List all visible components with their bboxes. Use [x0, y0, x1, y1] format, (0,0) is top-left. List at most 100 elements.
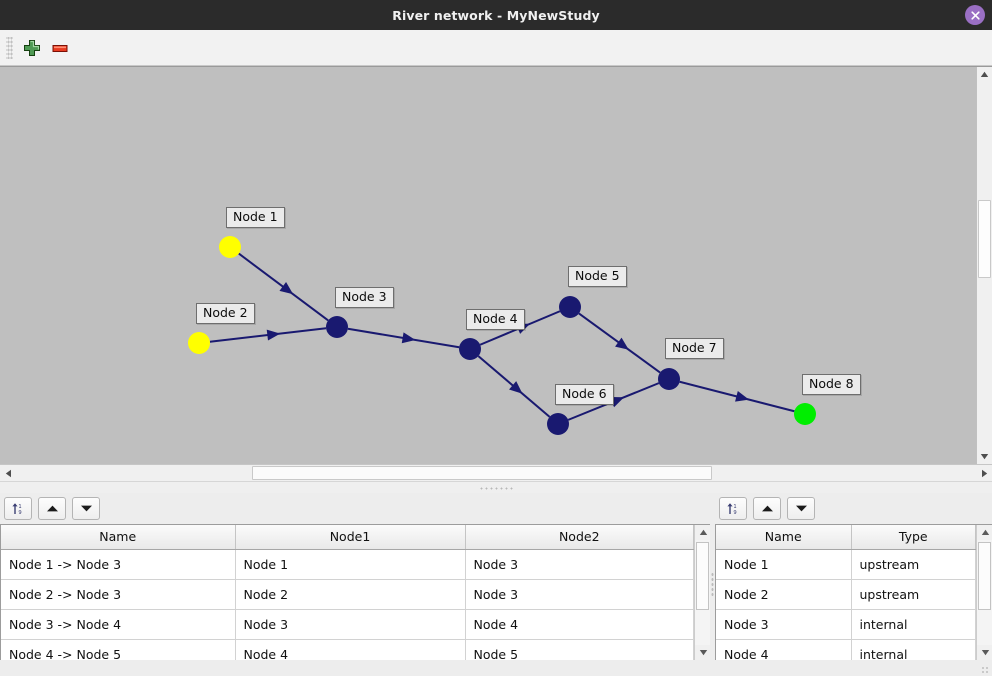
- cell-name[interactable]: Node 1: [716, 549, 852, 580]
- arrowhead-icon: [279, 282, 294, 295]
- graph-node-label-node-3[interactable]: Node 3: [335, 287, 394, 308]
- graph-node-node-5[interactable]: [559, 296, 581, 318]
- branch-table-scroll-up[interactable]: [695, 525, 710, 540]
- cell-node2[interactable]: Node 3: [465, 549, 694, 580]
- node-table-scroll-track[interactable]: [977, 540, 992, 645]
- chevron-up-icon: [981, 529, 989, 535]
- branch-move-up-button[interactable]: [38, 497, 66, 520]
- node-table-scroll-down[interactable]: [977, 645, 992, 660]
- cell-node2[interactable]: Node 4: [465, 609, 694, 640]
- column-header-node1[interactable]: Node1: [235, 525, 466, 550]
- graph-node-label-node-7[interactable]: Node 7: [665, 338, 724, 359]
- branch-sort-button[interactable]: 1 9: [4, 497, 32, 520]
- node-table-scroll-thumb[interactable]: [978, 542, 991, 610]
- main-toolbar: [0, 30, 992, 66]
- window-resize-grip[interactable]: [981, 666, 990, 675]
- cell-node2[interactable]: Node 5: [465, 639, 694, 660]
- add-node-button[interactable]: [18, 34, 46, 62]
- node-table-scroll-up[interactable]: [977, 525, 992, 540]
- arrowhead-icon: [509, 381, 523, 394]
- cell-name[interactable]: Node 4: [716, 639, 852, 660]
- branch-table-scroll-track[interactable]: [695, 540, 710, 645]
- column-header-name[interactable]: Name: [1, 525, 236, 550]
- canvas-vscroll-thumb[interactable]: [978, 200, 991, 278]
- node-move-down-button[interactable]: [787, 497, 815, 520]
- chevron-down-icon: [981, 650, 989, 656]
- branch-table-scroll-down[interactable]: [695, 645, 710, 660]
- canvas-scroll-left-button[interactable]: [0, 465, 16, 481]
- graph-node-node-6[interactable]: [547, 413, 569, 435]
- cell-name[interactable]: Node 1 -> Node 3: [1, 549, 236, 580]
- cell-name[interactable]: Node 2 -> Node 3: [1, 579, 236, 610]
- node-sort-button[interactable]: 1 9: [719, 497, 747, 520]
- branch-table-scroll-thumb[interactable]: [696, 542, 709, 610]
- graph-node-label-node-1[interactable]: Node 1: [226, 207, 285, 228]
- canvas-scroll-up-button[interactable]: [976, 67, 992, 82]
- node-move-up-button[interactable]: [753, 497, 781, 520]
- close-window-button[interactable]: [965, 5, 985, 25]
- column-header-name[interactable]: Name: [716, 525, 852, 550]
- graph-node-label-node-8[interactable]: Node 8: [802, 374, 861, 395]
- network-canvas[interactable]: Node 1 Node 2 Node 3 Node 4 Node 5 Node 6 Node…: [0, 66, 992, 464]
- column-header-node2[interactable]: Node2: [465, 525, 694, 550]
- network-graph[interactable]: [0, 67, 976, 464]
- canvas-vertical-scrollbar[interactable]: [976, 67, 992, 464]
- cell-node1[interactable]: Node 2: [235, 579, 466, 610]
- vertical-splitter[interactable]: [710, 493, 715, 676]
- canvas-hscroll-track[interactable]: [16, 465, 976, 481]
- canvas-vscroll-track[interactable]: [977, 82, 992, 449]
- graph-node-node-8[interactable]: [794, 403, 816, 425]
- canvas-scroll-right-button[interactable]: [976, 465, 992, 481]
- cell-name[interactable]: Node 2: [716, 579, 852, 610]
- chevron-down-icon: [699, 650, 707, 656]
- graph-node-label-node-6[interactable]: Node 6: [555, 384, 614, 405]
- graph-node-node-4[interactable]: [459, 338, 481, 360]
- branch-move-down-button[interactable]: [72, 497, 100, 520]
- cell-node1[interactable]: Node 1: [235, 549, 466, 580]
- cell-name[interactable]: Node 3 -> Node 4: [1, 609, 236, 640]
- toolbar-drag-handle[interactable]: [6, 36, 13, 59]
- cell-name[interactable]: Node 3: [716, 609, 852, 640]
- delete-minus-icon: [52, 44, 68, 52]
- horizontal-splitter[interactable]: [0, 481, 992, 493]
- svg-text:9: 9: [733, 510, 736, 516]
- branch-table-scrollbar[interactable]: [694, 525, 710, 660]
- cell-type[interactable]: internal: [851, 609, 976, 640]
- canvas-hscroll-thumb[interactable]: [252, 466, 712, 480]
- delete-node-button[interactable]: [46, 34, 74, 62]
- graph-node-node-7[interactable]: [658, 368, 680, 390]
- canvas-horizontal-scrollbar[interactable]: [0, 464, 992, 481]
- cell-type[interactable]: internal: [851, 639, 976, 660]
- cell-node2[interactable]: Node 3: [465, 579, 694, 610]
- cell-type[interactable]: upstream: [851, 549, 976, 580]
- graph-node-node-2[interactable]: [188, 332, 210, 354]
- chevron-up-icon: [980, 71, 989, 77]
- graph-node-node-1[interactable]: [219, 236, 241, 258]
- canvas-scroll-down-button[interactable]: [976, 449, 992, 464]
- node-table-scrollbar[interactable]: [976, 525, 992, 660]
- graph-node-node-3[interactable]: [326, 316, 348, 338]
- graph-node-label-node-2[interactable]: Node 2: [196, 303, 255, 324]
- branch-panel-footer: [0, 660, 710, 676]
- cell-node1[interactable]: Node 3: [235, 609, 466, 640]
- graph-node-label-node-5[interactable]: Node 5: [568, 266, 627, 287]
- column-header-type[interactable]: Type: [851, 525, 976, 550]
- graph-node-label-node-4[interactable]: Node 4: [466, 309, 525, 330]
- cell-node1[interactable]: Node 4: [235, 639, 466, 660]
- cell-name[interactable]: Node 4 -> Node 5: [1, 639, 236, 660]
- cell-type[interactable]: upstream: [851, 579, 976, 610]
